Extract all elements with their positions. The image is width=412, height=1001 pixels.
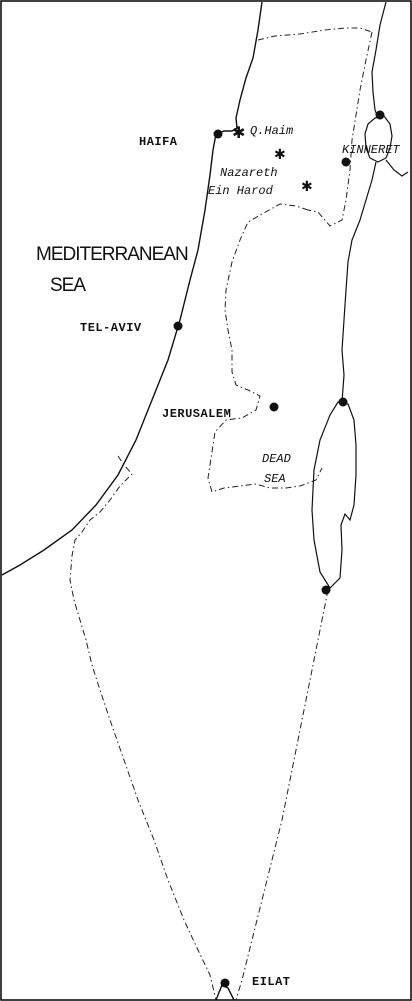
haifa-label: HAIFA — [139, 135, 178, 149]
kinneret-south-dot — [341, 157, 351, 167]
mediterranean-label-line2: SEA — [50, 275, 86, 296]
dead-sea-south-dot — [321, 585, 331, 595]
jordan-river-north — [371, 1, 387, 119]
eilat-dot — [220, 978, 230, 988]
jerusalem-dot — [269, 402, 279, 412]
jordan-river-south — [341, 161, 377, 403]
haifa-dot — [213, 129, 223, 139]
mediterranean-label-line1: MEDITERRANEAN — [36, 244, 188, 265]
dead-sea-north-dot — [338, 397, 348, 407]
dead-sea — [311, 401, 357, 589]
arava-border — [235, 589, 329, 1001]
q-haim-label: Q.Haim — [250, 124, 293, 138]
golan-border — [307, 31, 373, 227]
ein-harod-star: ✱ — [301, 179, 313, 195]
yarmouk-river — [385, 159, 409, 177]
q-haim-star: ✱ — [232, 123, 245, 142]
mediterranean-coastline — [1, 1, 263, 576]
nazareth-label: Nazareth — [220, 166, 278, 180]
kinneret-north-dot — [375, 110, 385, 120]
nazareth-star: ✱ — [274, 147, 286, 163]
kinneret-label: KINNERET — [342, 143, 400, 157]
kinneret-lake — [364, 115, 393, 163]
tel-aviv-label: TEL-AVIV — [80, 321, 142, 335]
southwest-border — [69, 455, 217, 1001]
jerusalem-label: JERUSALEM — [162, 407, 231, 421]
dead-sea-label-line2: SEA — [264, 472, 286, 486]
northern-border — [257, 27, 373, 41]
tel-aviv-dot — [173, 321, 183, 331]
eilat-label: EILAT — [252, 975, 291, 989]
ein-harod-label: Ein Harod — [208, 184, 274, 198]
dead-sea-label-line1: DEAD — [262, 452, 291, 466]
west-bank-line — [207, 203, 323, 493]
